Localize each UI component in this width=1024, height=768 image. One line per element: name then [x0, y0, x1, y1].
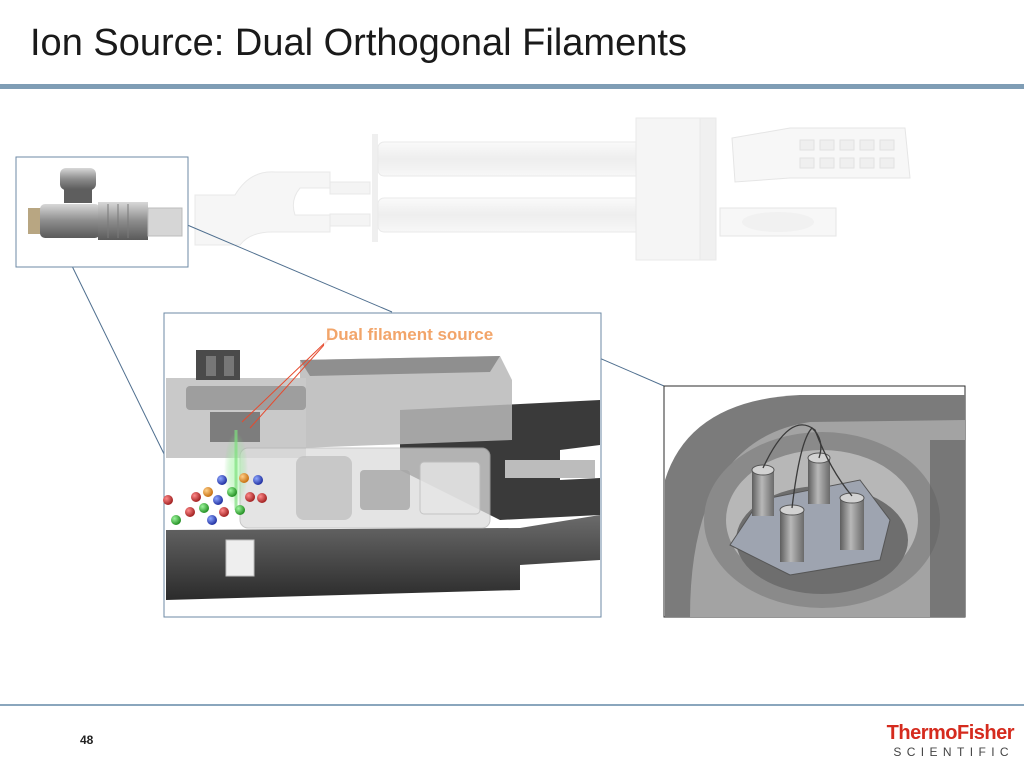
filament-detail-inset [663, 385, 966, 618]
faded-ion-optics [194, 117, 911, 261]
thermo-fisher-logo: ThermoFisher SCIENTIFIC [868, 722, 1015, 760]
ion-source-inset [15, 156, 189, 268]
cutaway-inset: Dual filament source [163, 312, 602, 618]
page-title: Ion Source: Dual Orthogonal Filaments [30, 22, 687, 64]
title-divider [0, 84, 1024, 89]
logo-subtitle: SCIENTIFIC [893, 745, 1014, 759]
callout-label: Dual filament source [326, 325, 493, 344]
page-number: 48 [80, 733, 94, 747]
logo-wordmark: ThermoFisher [886, 722, 1015, 744]
footer-divider [0, 704, 1024, 706]
